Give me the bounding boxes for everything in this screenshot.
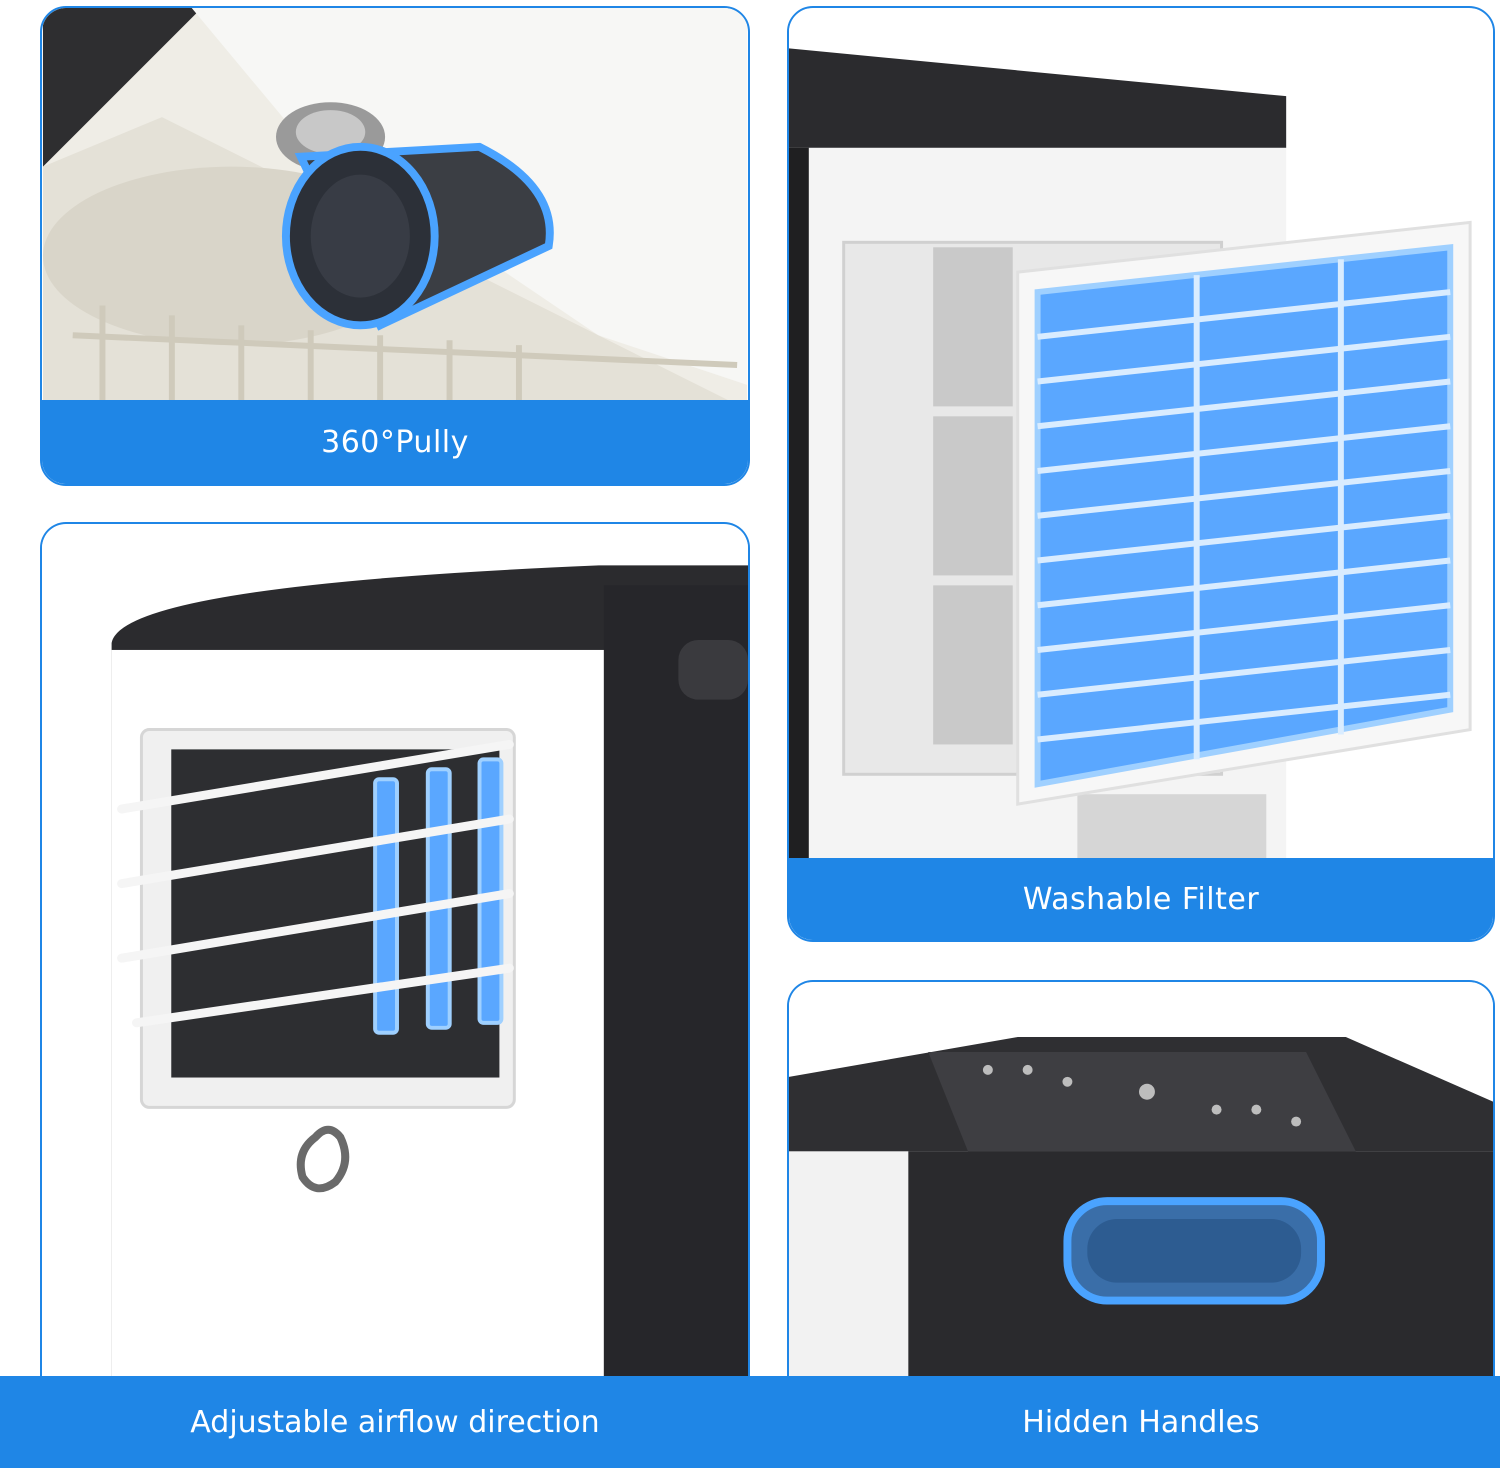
airflow-louver-illustration [42, 525, 748, 1461]
airflow-panel [40, 522, 750, 1462]
airflow-caption: Adjustable airflow direction [190, 1404, 600, 1440]
pulley-caption-bar: 360°Pully [42, 400, 748, 484]
caster-wheel-icon [281, 142, 554, 331]
washable-filter-illustration [789, 8, 1493, 940]
handle-recess-icon [1063, 1197, 1325, 1305]
filter-panel: Washable Filter [787, 6, 1495, 942]
caster-wheel-illustration [42, 8, 748, 484]
handles-caption: Hidden Handles [1022, 1404, 1260, 1440]
louver-icon [117, 739, 514, 1035]
bottom-caption-bar [0, 1376, 1500, 1468]
filter-caption-bar: Washable Filter [789, 858, 1493, 940]
pulley-panel: 360°Pully [40, 6, 750, 486]
pulley-caption: 360°Pully [321, 424, 469, 460]
filter-mesh-icon [1016, 220, 1472, 806]
filter-caption: Washable Filter [1022, 881, 1260, 917]
